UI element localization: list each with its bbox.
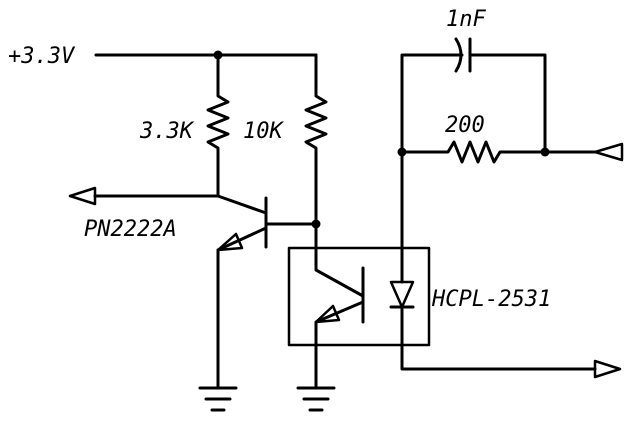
junction-dot-r3-left [397, 147, 407, 157]
r1-resistor [206, 53, 230, 198]
supply-label: +3.3V [8, 44, 76, 69]
transistor-collector [216, 194, 268, 215]
capacitor-label: 1nF [446, 7, 486, 32]
optocoupler-box [287, 246, 431, 347]
capacitor-plate-curved [454, 37, 463, 73]
emitter-arrow [216, 232, 244, 252]
capacitor-right-wire [468, 53, 547, 154]
transistor-label: PN2222A [84, 217, 177, 242]
ground-symbol-right [296, 386, 336, 412]
r2-resistor [304, 53, 328, 226]
led-cathode-wire [400, 305, 597, 371]
ground-symbol-left [198, 386, 238, 412]
input-arrow [593, 142, 624, 162]
r2-label: 10K [243, 119, 284, 144]
capacitor-left-wire [400, 53, 464, 154]
led-diode-triangle [389, 280, 415, 309]
r1-label: 3.3K [139, 119, 195, 144]
r3-resistor [400, 140, 547, 164]
opto-emitter-arrow [314, 304, 341, 324]
r3-label: 200 [445, 113, 485, 138]
output-arrow-left [68, 186, 97, 206]
transistor-emitter [216, 226, 268, 252]
output-arrow-right [593, 359, 622, 379]
opto-transistor-collector [314, 222, 365, 298]
optocoupler-label: HCPL-2531 [431, 287, 551, 312]
